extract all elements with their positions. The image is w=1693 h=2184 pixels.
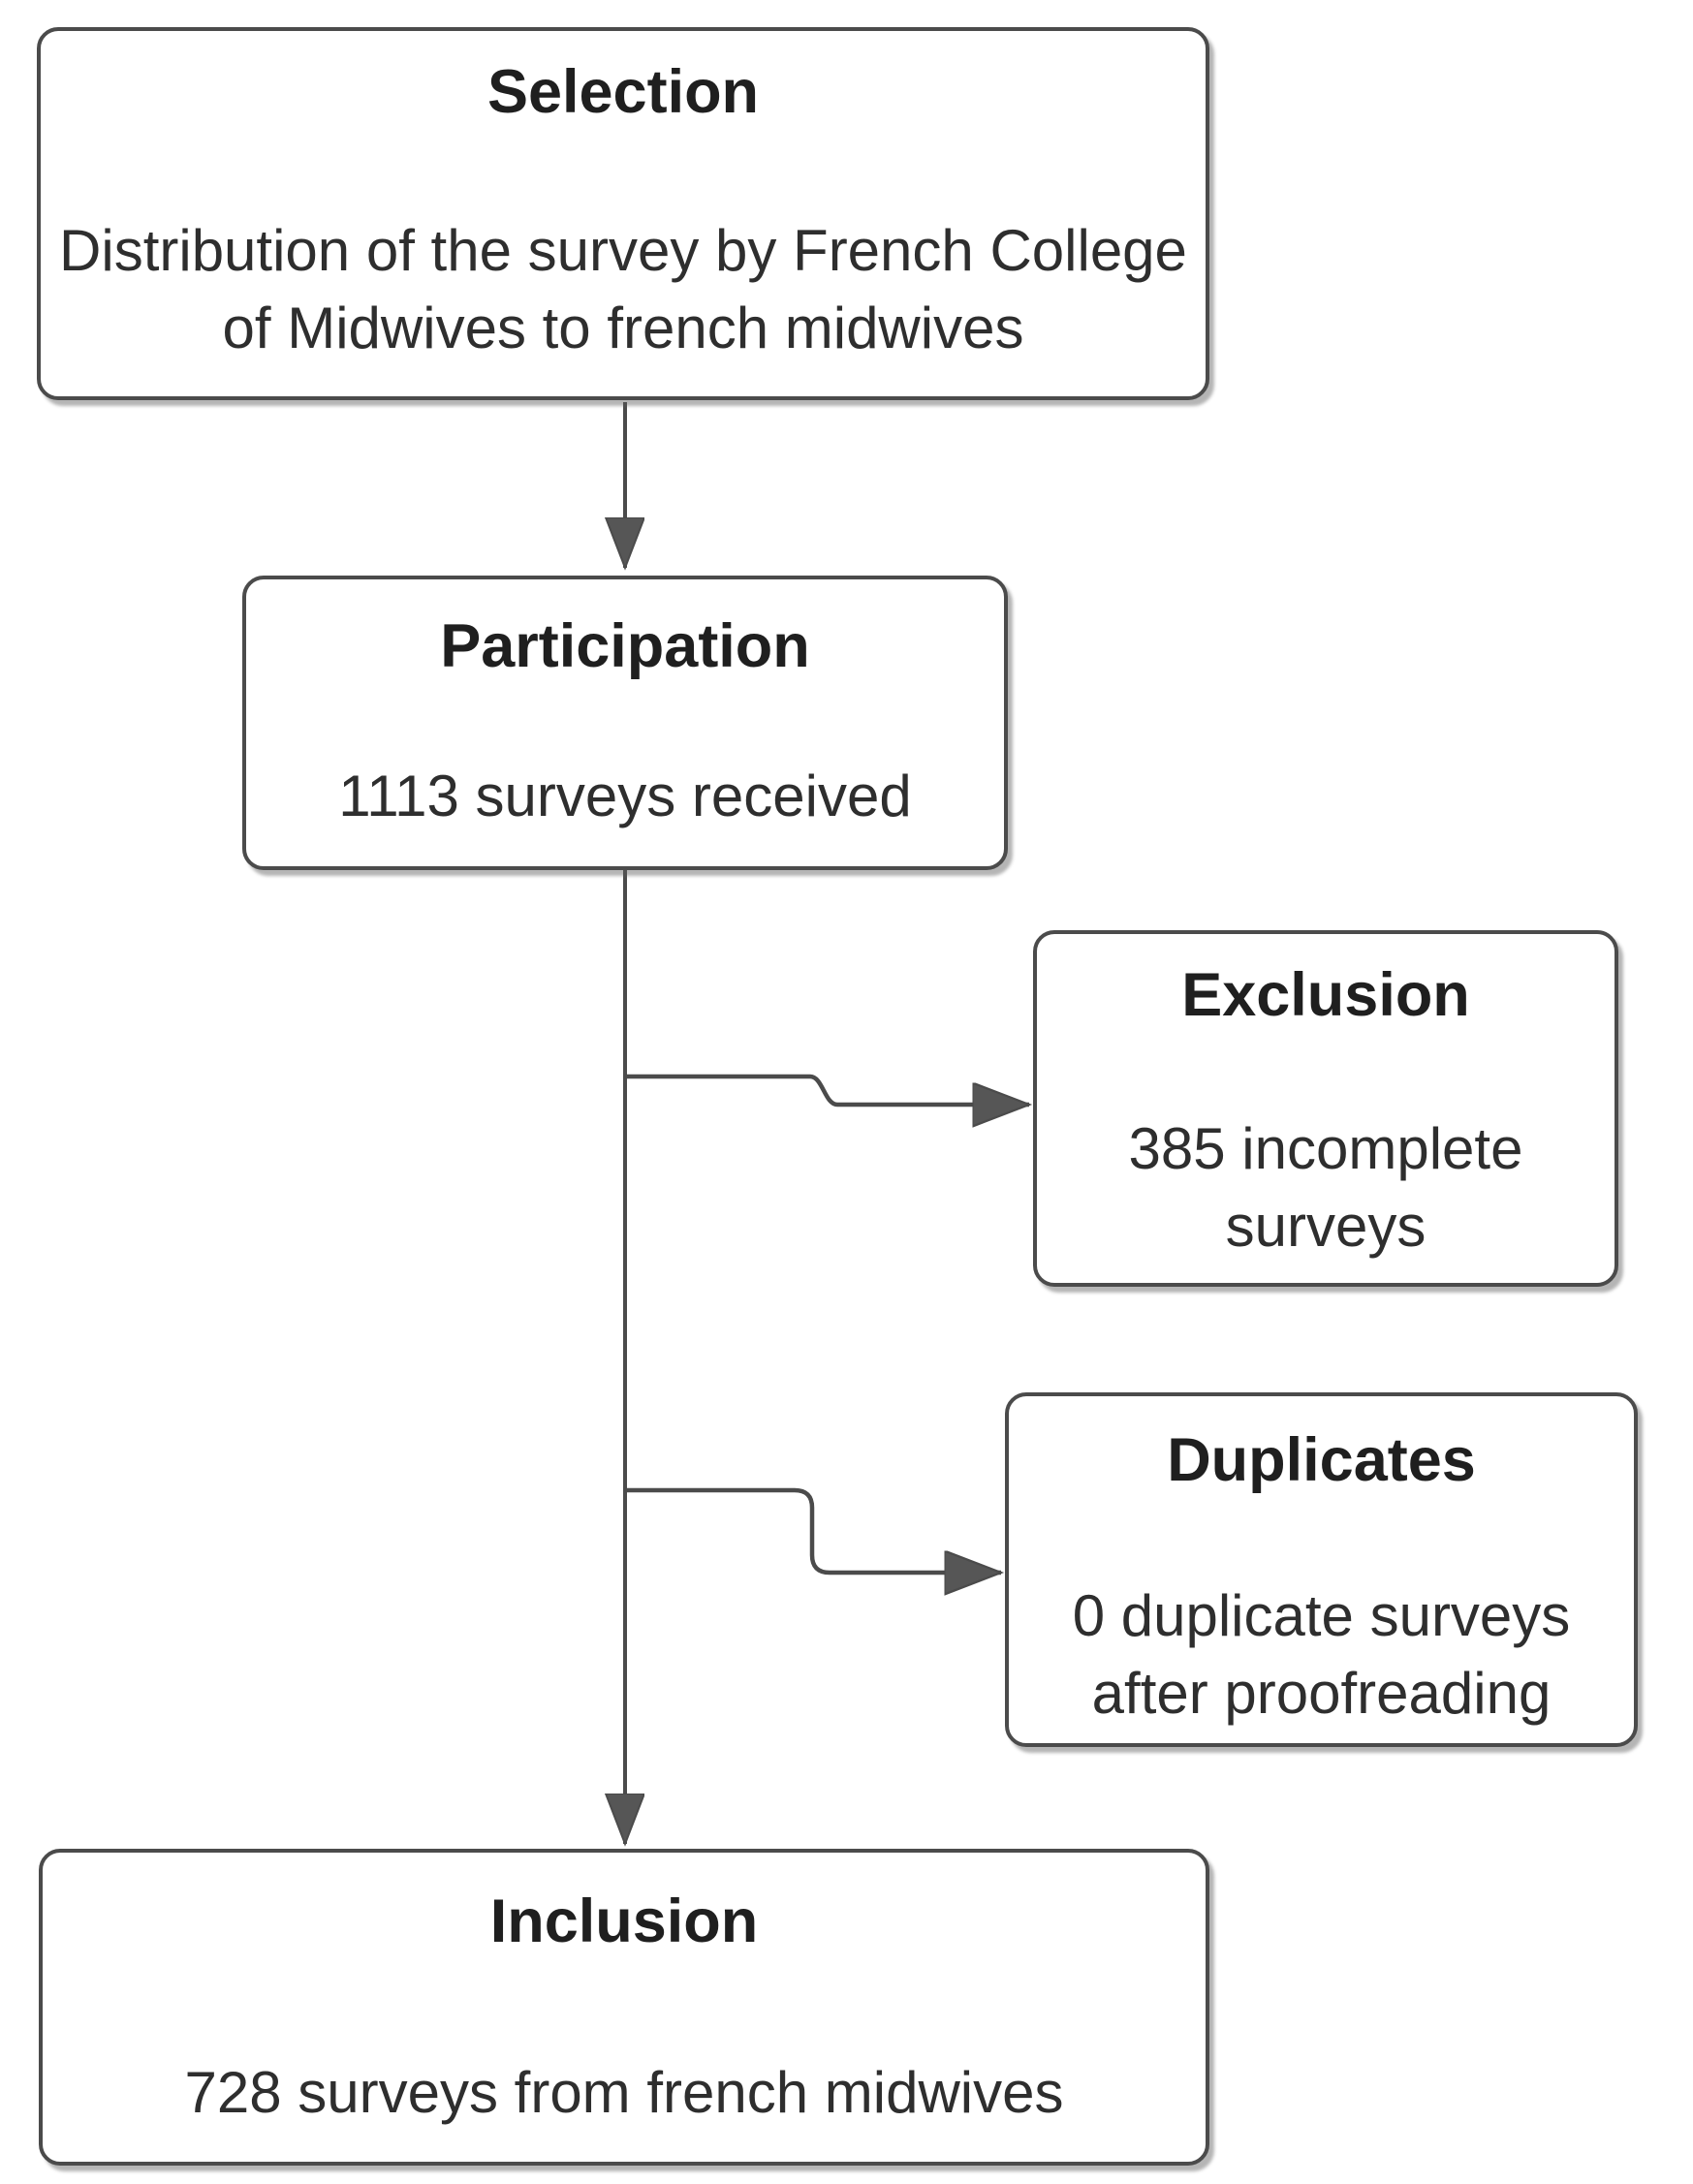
node-title: Exclusion	[1181, 961, 1470, 1029]
node-body: 0 duplicate surveys after proofreading	[1072, 1583, 1571, 1726]
node-title: Participation	[440, 612, 810, 680]
connector-branch-to-exclusion	[625, 1074, 1029, 1105]
node-title: Duplicates	[1167, 1426, 1476, 1494]
flow-node-participation: Participation 1113 surveys received	[242, 576, 1008, 870]
node-body: 1113 surveys received	[338, 764, 912, 828]
node-title: Selection	[486, 58, 760, 126]
flow-node-exclusion: Exclusion 385 incomplete surveys	[1033, 930, 1618, 1287]
node-body: 385 incomplete surveys	[1128, 1116, 1523, 1259]
connector-branch-to-duplicates	[625, 1487, 1001, 1573]
flow-node-selection: Selection Distribution of the survey by …	[37, 27, 1209, 400]
node-body: 728 surveys from french midwives	[184, 2060, 1064, 2125]
flow-node-inclusion: Inclusion 728 surveys from french midwiv…	[39, 1849, 1209, 2166]
node-body: Distribution of the survey by French Col…	[59, 218, 1187, 360]
node-title: Inclusion	[489, 1888, 759, 1955]
flow-node-duplicates: Duplicates 0 duplicate surveys after pro…	[1005, 1392, 1638, 1747]
